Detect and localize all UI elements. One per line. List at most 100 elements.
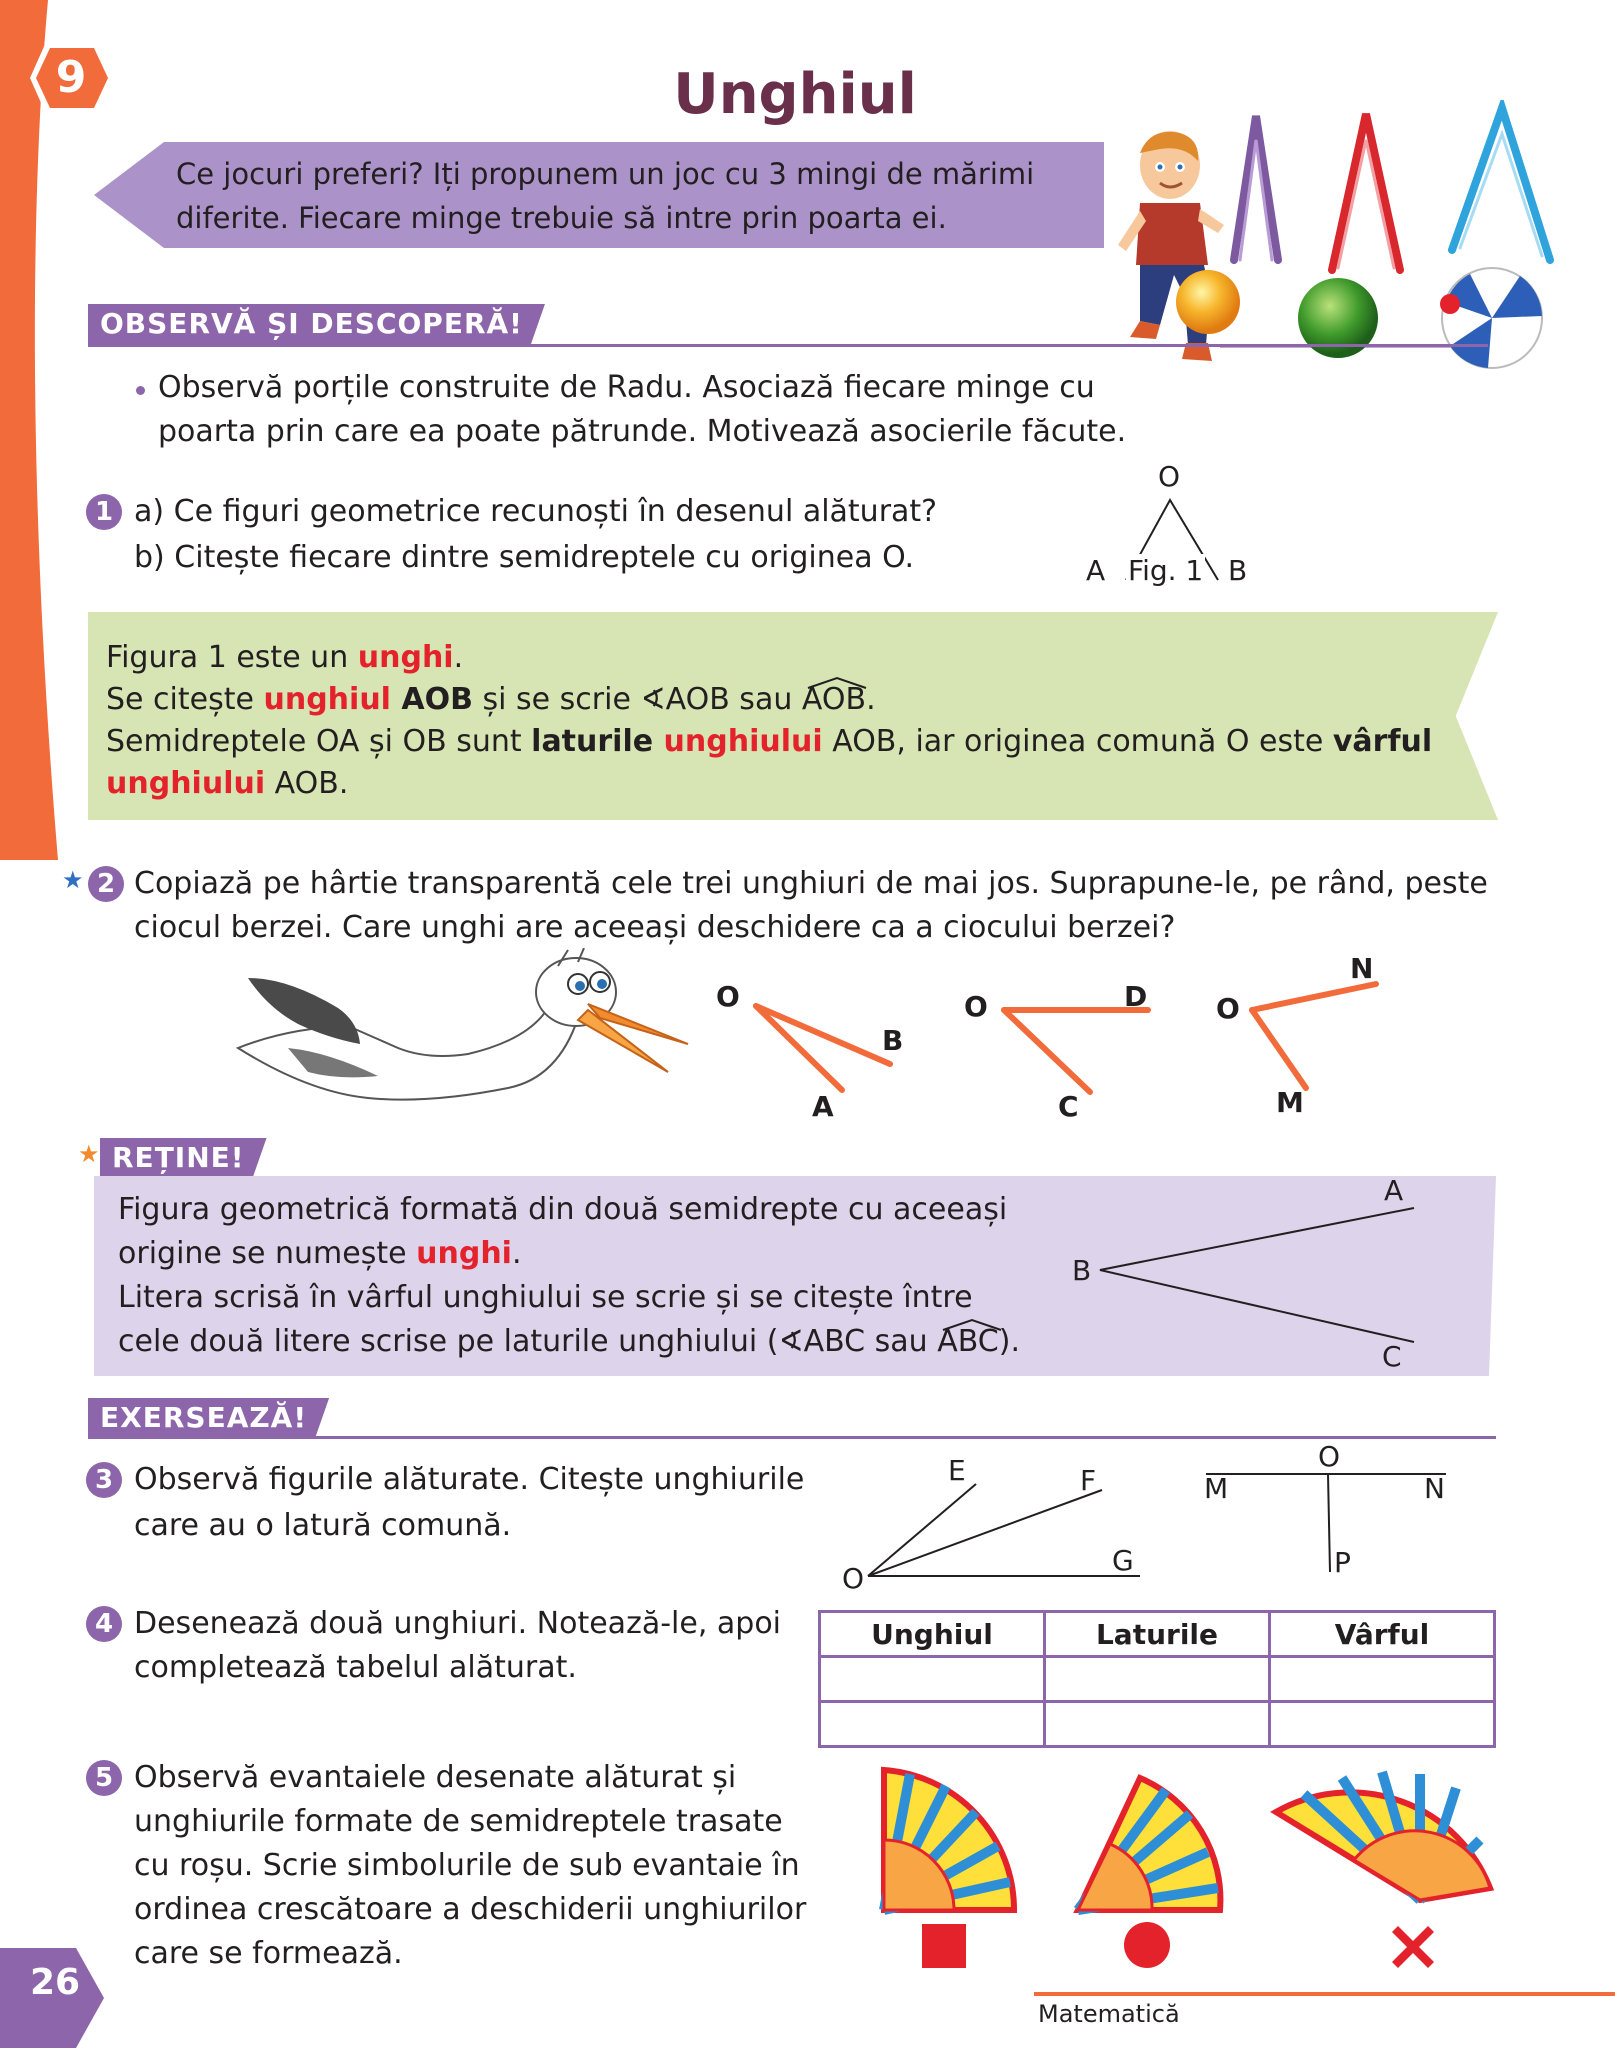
angle-doc — [1001, 1007, 1151, 1095]
ex3-fig1-label-f: F — [1080, 1464, 1097, 1497]
lesson-number: 9 — [55, 52, 87, 103]
exercise-3-line2: care au o latură comună. — [134, 1508, 512, 1543]
exercise-4-line1: Desenează două unghiuri. Notează-le, apo… — [134, 1606, 782, 1641]
exercise-1-a: a) Ce figuri geometrice recunoști în des… — [134, 494, 938, 529]
retine-box — [94, 1176, 1496, 1376]
retine-heading: REȚINE! — [100, 1138, 267, 1178]
symbol-circle — [1124, 1922, 1170, 1968]
table-header-vertex: Vârful — [1268, 1610, 1496, 1658]
table-header-angle: Unghiul — [818, 1610, 1046, 1658]
ex3-fig2-label-o: O — [1318, 1440, 1341, 1473]
ex4-table: Unghiul Laturile Vârful — [818, 1610, 1496, 1748]
section-heading-exercise: EXERSEAZĂ! — [88, 1398, 329, 1438]
exercise-3-number: 3 — [86, 1462, 122, 1498]
ex3-figure-angles — [867, 1483, 1140, 1577]
footer-subject: Matematică — [1038, 2000, 1180, 2028]
exercise-5-line4: ordinea crescătoare a deschiderii unghiu… — [134, 1892, 807, 1927]
fig1-caption: Fig. 1 — [1126, 554, 1206, 587]
ex3-figure-straight — [1206, 1473, 1446, 1573]
retine-line4: cele două litere scrise pe laturile ungh… — [118, 1318, 1020, 1364]
fan-obtuse-angle — [1270, 1770, 1495, 1904]
intro-text-line1: Ce jocuri preferi? Iți propunem un joc c… — [176, 157, 1035, 191]
table-cell[interactable] — [818, 1655, 1046, 1703]
red-gate — [1328, 113, 1404, 274]
retine-line3: Litera scrisă în vârful unghiului se scr… — [118, 1280, 973, 1315]
angle-aob-label-a: A — [812, 1090, 834, 1123]
table-cell[interactable] — [1043, 1700, 1271, 1748]
table-row — [818, 1700, 1496, 1748]
purple-gate — [1230, 115, 1282, 264]
left-decor-strip — [0, 0, 58, 860]
page-number-tab — [0, 1948, 104, 2048]
fan-right-angle — [879, 1766, 1018, 1915]
ex3-fig1-label-e: E — [948, 1454, 966, 1487]
exercise-2-star: ★ — [62, 866, 84, 894]
fan-acute-angle — [1073, 1774, 1224, 1915]
balls-illustration — [1176, 267, 1543, 369]
retine-star: ★ — [78, 1140, 100, 1168]
definition-line4: unghiului AOB. — [106, 766, 349, 801]
ex3-fig1-label-g: G — [1112, 1544, 1134, 1577]
exercise-5-line3: cu roșu. Scrie simbolurile de sub evanta… — [134, 1848, 800, 1883]
table-cell[interactable] — [1268, 1655, 1496, 1703]
exercise-5-line2: unghiurile formate de semidreptele trasa… — [134, 1804, 783, 1839]
table-row — [818, 1655, 1496, 1703]
retine-angle-figure — [1099, 1207, 1415, 1343]
ex3-fig2-label-m: M — [1204, 1472, 1229, 1505]
page-number: 26 — [30, 1962, 81, 2003]
exercise-3-line1: Observă figurile alăturate. Citește ungh… — [134, 1462, 805, 1497]
intro-text-line2: diferite. Fiecare minge trebuie să intre… — [176, 201, 947, 235]
angle-aob-vertex: O — [716, 980, 740, 1013]
angle-aob-label-b: B — [882, 1024, 904, 1057]
retine-line1: Figura geometrică formată din două semid… — [118, 1192, 1008, 1227]
table-cell[interactable] — [1043, 1655, 1271, 1703]
table-header-sides: Laturile — [1043, 1610, 1271, 1658]
symbol-cross — [1392, 1926, 1434, 1968]
stork-illustration — [235, 948, 689, 1101]
fig1-label-a: A — [1086, 554, 1106, 587]
observe-text-line2: poarta prin care ea poate pătrunde. Moti… — [158, 414, 1127, 449]
angle-doc-label-c: C — [1058, 1090, 1079, 1123]
retine-label-a: A — [1384, 1174, 1404, 1207]
angle-mon-label-m: M — [1276, 1086, 1304, 1119]
angle-mon-label-n: N — [1350, 952, 1374, 985]
symbol-square — [922, 1924, 966, 1968]
fig1-label-o: O — [1158, 460, 1181, 493]
fig1-label-b: B — [1228, 554, 1248, 587]
retine-label-b: B — [1072, 1254, 1092, 1287]
exercise-5-line5: care se formează. — [134, 1936, 403, 1971]
table-cell[interactable] — [818, 1700, 1046, 1748]
angle-aob — [753, 1003, 893, 1093]
lesson-number-badge — [30, 42, 114, 114]
section-divider-observe — [88, 344, 1488, 347]
exercise-2-line1: Copiază pe hârtie transparentă cele trei… — [134, 866, 1488, 901]
definition-line2: Se citește unghiul AOB și se scrie ∢AOB … — [106, 676, 876, 722]
ex3-fig2-label-n: N — [1424, 1472, 1445, 1505]
definition-line3: Semidreptele OA și OB sunt laturile ungh… — [106, 724, 1433, 759]
table-cell[interactable] — [1268, 1700, 1496, 1748]
angle-mon — [1249, 981, 1379, 1091]
blue-gate — [1448, 100, 1554, 264]
exercise-2-line2: ciocul berzei. Care unghi are aceeași de… — [134, 910, 1176, 945]
exercise-4-line2: completează tabelul alăturat. — [134, 1650, 577, 1685]
angle-doc-vertex: O — [964, 990, 988, 1023]
section-heading-observe: OBSERVĂ ȘI DESCOPERĂ! — [88, 304, 545, 344]
section-divider-exercise — [88, 1436, 1496, 1439]
exercise-5-number: 5 — [86, 1760, 122, 1796]
page-title: Unghiul — [673, 62, 917, 127]
angle-mon-vertex: O — [1216, 992, 1240, 1025]
intro-banner — [94, 142, 1104, 248]
ex3-fig1-label-o: O — [842, 1562, 865, 1595]
exercise-5-line1: Observă evantaiele desenate alăturat și — [134, 1760, 737, 1795]
angle-doc-label-d: D — [1124, 980, 1148, 1013]
observe-text-line1: Observă porțile construite de Radu. Asoc… — [158, 370, 1095, 405]
figure-1-angle — [1125, 497, 1219, 581]
exercise-1-b: b) Citește fiecare dintre semidreptele c… — [134, 540, 915, 575]
definition-box — [88, 612, 1498, 820]
bullet-dot — [136, 386, 145, 395]
retine-label-c: C — [1382, 1340, 1402, 1373]
exercise-2-number: 2 — [88, 866, 124, 902]
footer-line — [1034, 1992, 1615, 1996]
exercise-4-number: 4 — [86, 1606, 122, 1642]
definition-line1: Figura 1 este un unghi. — [106, 640, 464, 675]
